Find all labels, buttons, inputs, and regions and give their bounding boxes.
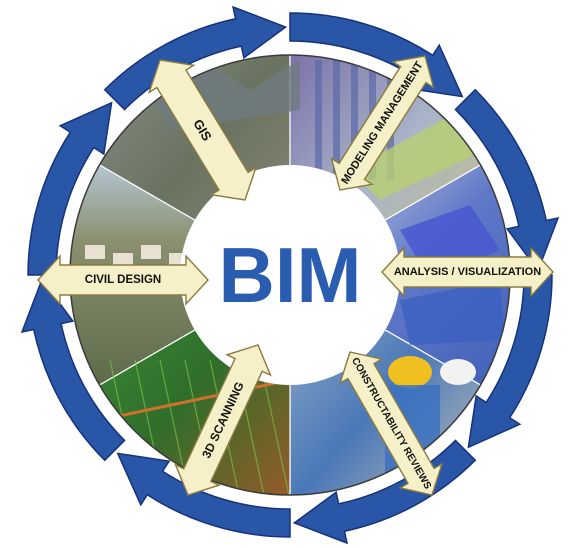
model-column-shape bbox=[351, 60, 358, 180]
double-arrow-shape bbox=[37, 254, 209, 306]
callout-gis: GIS bbox=[147, 59, 258, 201]
center-label-bim: BIM bbox=[219, 231, 362, 319]
house-shape bbox=[113, 253, 133, 267]
hard-hat-shape bbox=[388, 356, 432, 388]
cycle-arrow bbox=[467, 274, 553, 449]
scan-line-shape bbox=[259, 359, 291, 495]
double-arrow-shape bbox=[381, 246, 554, 298]
double-arrow-shape bbox=[330, 55, 435, 191]
double-arrow-shape bbox=[147, 59, 258, 201]
double-arrow-shape bbox=[174, 344, 272, 496]
center-circle bbox=[180, 165, 400, 385]
label-civil: CIVIL DESIGN bbox=[85, 274, 161, 286]
scan-pipe-shape bbox=[99, 378, 291, 422]
analysis-mesh-shape bbox=[400, 280, 505, 345]
house-shape bbox=[141, 245, 161, 259]
cycle-arrow bbox=[116, 452, 291, 538]
model-column-shape bbox=[315, 60, 322, 180]
house-shape bbox=[85, 245, 105, 259]
callout-analysis: ANALYSIS / VISUALIZATION bbox=[381, 246, 554, 298]
model-beam-shape bbox=[350, 105, 485, 200]
model-column-shape bbox=[333, 60, 340, 180]
double-arrow-shape bbox=[338, 351, 444, 496]
label-analysis: ANALYSIS / VISUALIZATION bbox=[394, 266, 541, 278]
cycle-arrow bbox=[27, 101, 113, 276]
hard-hat-shape bbox=[440, 359, 476, 385]
callout-civil: CIVIL DESIGN bbox=[37, 254, 209, 306]
